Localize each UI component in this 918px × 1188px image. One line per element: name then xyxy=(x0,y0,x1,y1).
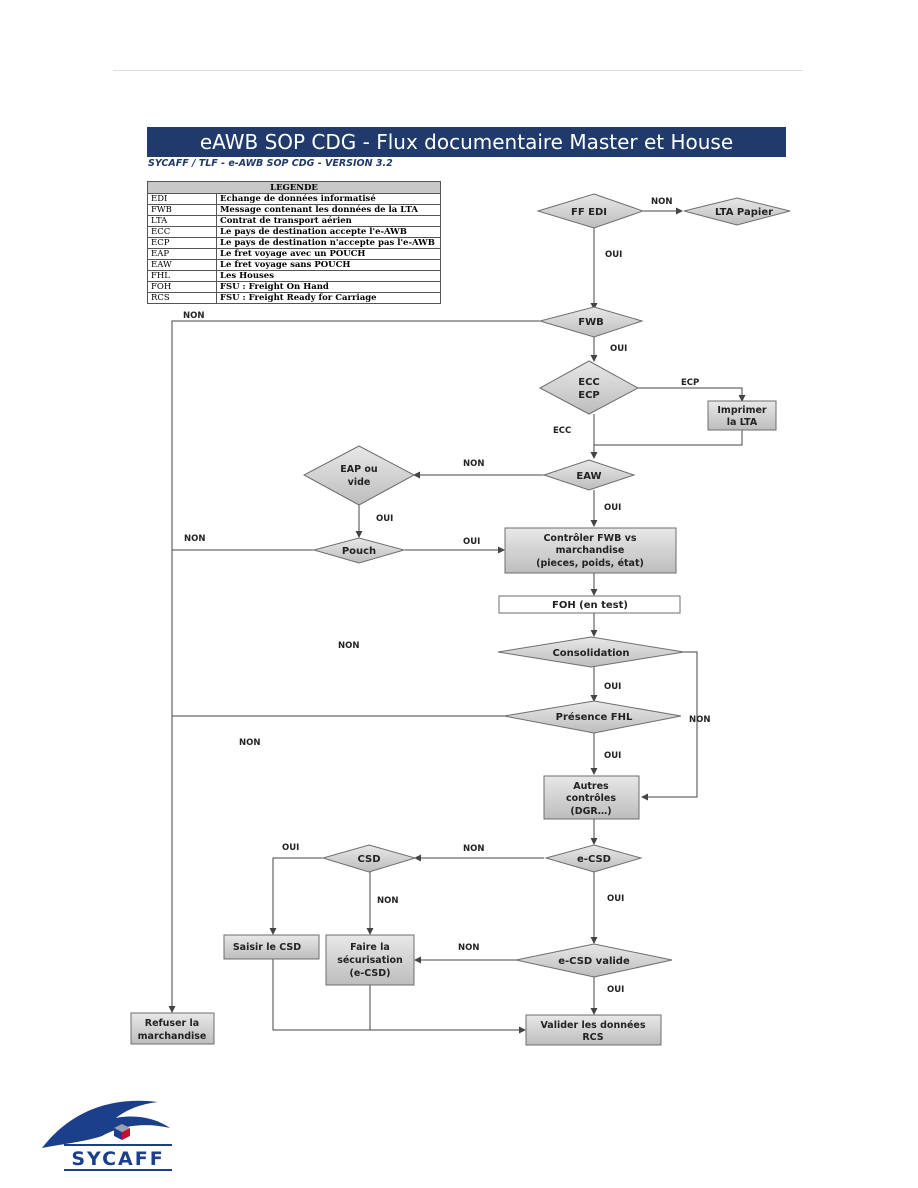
refuser-line1: Refuser la xyxy=(145,1018,199,1029)
controler-line1: Contrôler FWB vs xyxy=(543,533,636,544)
edge-label: NON xyxy=(377,896,398,906)
saisir-text: Saisir le CSD xyxy=(233,942,301,953)
page-title: eAWB SOP CDG - Flux documentaire Master … xyxy=(199,130,734,154)
autres-line3: (DGR…) xyxy=(570,806,611,817)
autres-line2: contrôles xyxy=(566,793,616,804)
edge-label: OUI xyxy=(604,751,621,761)
faire-line2: sécurisation xyxy=(337,955,403,966)
controler-line3: (pieces, poids, état) xyxy=(536,558,644,569)
e-csd-text: e-CSD xyxy=(577,854,611,865)
subtitle: SYCAFF / TLF - e-AWB SOP CDG - VERSION 3… xyxy=(148,158,393,169)
edge-label: NON xyxy=(651,197,672,207)
diamond-e-csd-valide: e-CSD valide xyxy=(515,943,673,978)
e-csd-valide-text: e-CSD valide xyxy=(558,956,630,967)
autres-line1: Autres xyxy=(573,781,609,792)
box-saisir-csd: Saisir le CSD xyxy=(223,934,320,960)
edge-label: NON xyxy=(463,844,484,854)
edge-label: NON xyxy=(239,738,260,748)
box-valider-rcs: Valider les données RCS xyxy=(525,1014,662,1046)
valider-line2: RCS xyxy=(582,1032,603,1043)
eap-line1: EAP ou xyxy=(340,464,377,475)
diamond-consolidation: Consolidation xyxy=(497,636,685,668)
edge-label: OUI xyxy=(607,985,624,995)
edge-label: OUI xyxy=(610,344,627,354)
edge-label: OUI xyxy=(463,537,480,547)
ff-edi-text: FF EDI xyxy=(571,207,607,218)
foh-text: FOH (en test) xyxy=(552,600,628,611)
top-rule xyxy=(113,70,803,71)
fwb-text: FWB xyxy=(578,317,603,328)
faire-line1: Faire la xyxy=(350,942,390,953)
diamond-lta-papier: LTA Papier xyxy=(683,197,791,226)
faire-line3: (e-CSD) xyxy=(350,968,391,979)
controler-line2: marchandise xyxy=(556,545,625,556)
diamond-ff-edi: FF EDI xyxy=(536,193,645,229)
box-faire-securisation: Faire la sécurisation (e-CSD) xyxy=(325,934,415,986)
imprimer-line2: la LTA xyxy=(727,417,758,428)
diamond-eaw: EAW xyxy=(542,459,636,491)
edge-label: NON xyxy=(463,459,484,469)
eaw-text: EAW xyxy=(576,471,601,482)
box-controler-fwb: Contrôler FWB vs marchandise (pieces, po… xyxy=(504,527,677,574)
consolidation-text: Consolidation xyxy=(552,648,629,659)
valider-line1: Valider les données xyxy=(540,1020,645,1031)
box-imprimer-lta: Imprimer la LTA xyxy=(707,400,777,431)
edge-label: NON xyxy=(184,534,205,544)
presence-fhl-text: Présence FHL xyxy=(556,711,633,723)
connectors xyxy=(168,207,746,1034)
edge-label: NON xyxy=(458,943,479,953)
edge-label: NON xyxy=(338,641,359,651)
logo-swoosh xyxy=(42,1100,170,1148)
edge-label: OUI xyxy=(604,503,621,513)
legend-heading: LEGENDE xyxy=(147,181,441,194)
eap-line2: vide xyxy=(348,477,371,488)
diamond-presence-fhl: Présence FHL xyxy=(503,700,682,734)
lta-papier-text: LTA Papier xyxy=(715,207,773,218)
edge-label: OUI xyxy=(607,894,624,904)
ecc-ecp-line1: ECC xyxy=(578,377,600,388)
refuser-line2: marchandise xyxy=(138,1031,207,1042)
diamond-pouch: Pouch xyxy=(312,537,406,564)
diamond-fwb: FWB xyxy=(538,306,644,338)
edge-labels: NON OUI NON OUI ECP ECC NON OUI OUI NON … xyxy=(183,197,710,995)
edge-label: OUI xyxy=(605,250,622,260)
logo-text: SYCAFF xyxy=(71,1148,164,1170)
csd-text: CSD xyxy=(357,854,380,865)
edge-label: ECP xyxy=(681,378,699,388)
edge-label: NON xyxy=(689,715,710,725)
diamond-e-csd: e-CSD xyxy=(544,844,643,873)
pouch-text: Pouch xyxy=(342,546,376,557)
edge-label: OUI xyxy=(604,682,621,692)
imprimer-line1: Imprimer xyxy=(717,405,767,416)
title-bar: eAWB SOP CDG - Flux documentaire Master … xyxy=(147,127,786,157)
edge-label: OUI xyxy=(376,514,393,524)
box-foh: FOH (en test) xyxy=(498,595,681,614)
diamond-ecc-ecp: ECC ECP xyxy=(538,360,640,415)
box-refuser: Refuser la marchandise xyxy=(130,1012,215,1045)
sycaff-logo: SYCAFF xyxy=(42,1100,172,1171)
legend-text: FSU : Freight Ready for Carriage xyxy=(216,292,441,304)
diamond-csd: CSD xyxy=(321,844,417,873)
diamond-eap-vide: EAP ou vide xyxy=(302,445,416,506)
edge-label: NON xyxy=(183,311,204,321)
ecc-ecp-line2: ECP xyxy=(578,390,600,401)
edge-label: ECC xyxy=(553,426,571,436)
edge-label: OUI xyxy=(282,843,299,853)
box-autres-controles: Autres contrôles (DGR…) xyxy=(543,775,640,820)
